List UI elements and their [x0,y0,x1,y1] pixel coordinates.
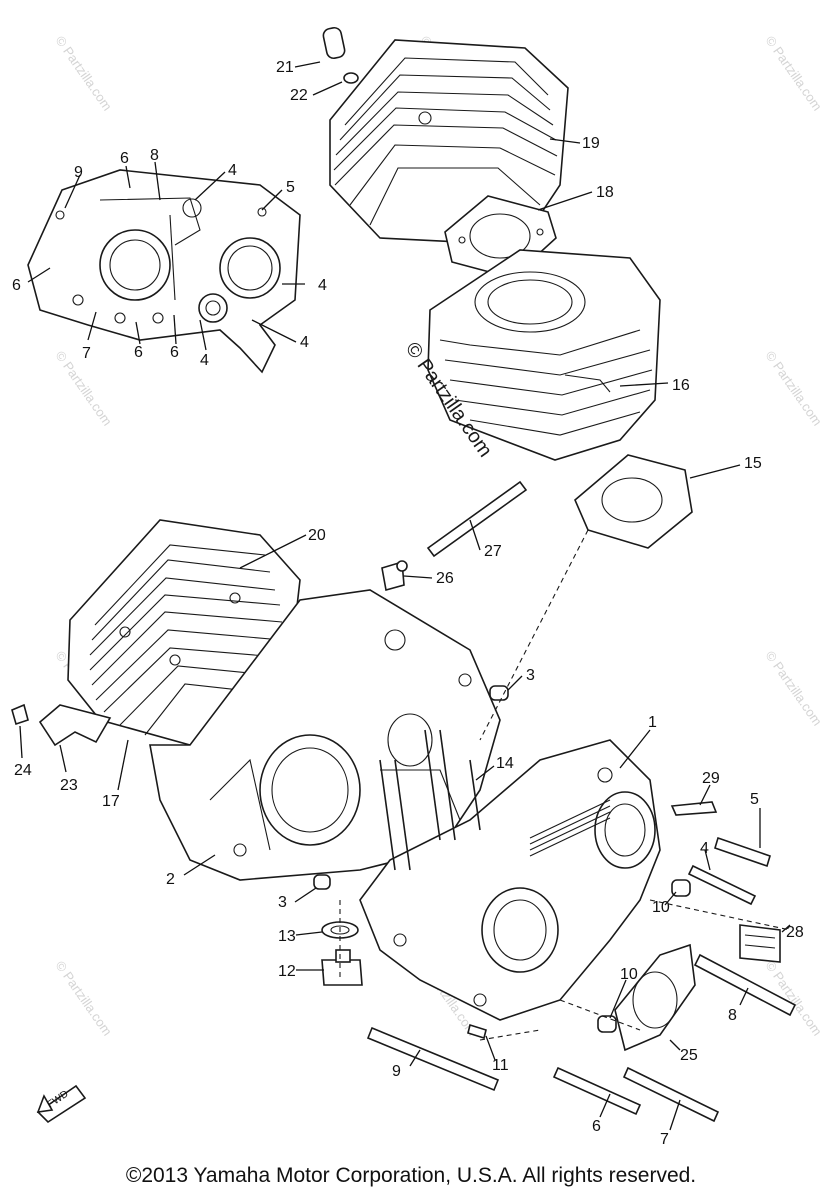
callout-21: 21 [276,59,294,76]
callout-28: 28 [786,924,804,941]
cylinder-16 [427,249,661,461]
watermark-tile: © Partzilla.com [763,348,822,428]
callout-3: 3 [526,667,535,684]
callout-12: 12 [278,963,296,980]
callout-11: 11 [492,1057,509,1074]
crankcase-right-half-1 [359,729,661,1021]
crankcase-left-half [67,519,501,881]
callout-16: 16 [672,377,690,394]
callout-22: 22 [290,87,308,104]
callout-7: 7 [660,1131,669,1148]
callout-17: 17 [102,793,120,810]
callout-15: 15 [744,455,762,472]
callout-18: 18 [596,184,614,201]
callout-10: 10 [620,966,638,983]
cylinder-head-19 [322,26,569,246]
callout-6: 6 [120,150,129,167]
watermark-tile: © Partzilla.com [53,958,116,1038]
callout-14: 14 [496,755,514,772]
callout-4: 4 [318,277,327,294]
callout-23: 23 [60,777,78,794]
copyright-notice: ©2013 Yamaha Motor Corporation, U.S.A. A… [125,1164,697,1187]
callout-26: 26 [436,570,454,587]
callout-4: 4 [300,334,309,351]
callout-2: 2 [166,871,175,888]
callout-19: 19 [582,135,600,152]
callout-6: 6 [592,1118,601,1135]
crankcase-inset [27,169,301,374]
hardware-parts [11,480,797,1123]
watermark-tile: © Partzilla.com [53,33,116,113]
callout-24: 24 [14,762,32,779]
callout-9: 9 [392,1063,401,1080]
callout-labels: 21 22 19 18 9 6 8 4 5 6 4 7 6 6 4 4 16 1… [12,59,804,1148]
assembly-lines [339,529,791,1041]
watermark-tile: © Partzilla.com [763,648,822,728]
callout-10: 10 [652,899,670,916]
callout-1: 1 [648,714,657,731]
callout-6: 6 [12,277,21,294]
callout-5: 5 [750,791,759,808]
callout-6: 6 [170,344,179,361]
watermark-tile: © Partzilla.com [763,33,822,113]
callout-8: 8 [150,147,159,164]
callout-8: 8 [728,1007,737,1024]
callout-4: 4 [228,162,237,179]
callout-6: 6 [134,344,143,361]
callout-25: 25 [680,1047,698,1064]
base-gasket-15 [574,454,693,549]
fwd-arrow-icon: FWD [36,1084,87,1124]
callout-13: 13 [278,928,296,945]
leader-lines [19,61,791,1131]
callout-3: 3 [278,894,287,911]
callout-29: 29 [702,770,720,787]
callout-20: 20 [308,527,326,544]
callout-4: 4 [200,352,209,369]
callout-27: 27 [484,543,502,560]
callout-4: 4 [700,840,709,857]
callout-7: 7 [82,345,91,362]
callout-9: 9 [74,164,83,181]
callout-5: 5 [286,179,295,196]
